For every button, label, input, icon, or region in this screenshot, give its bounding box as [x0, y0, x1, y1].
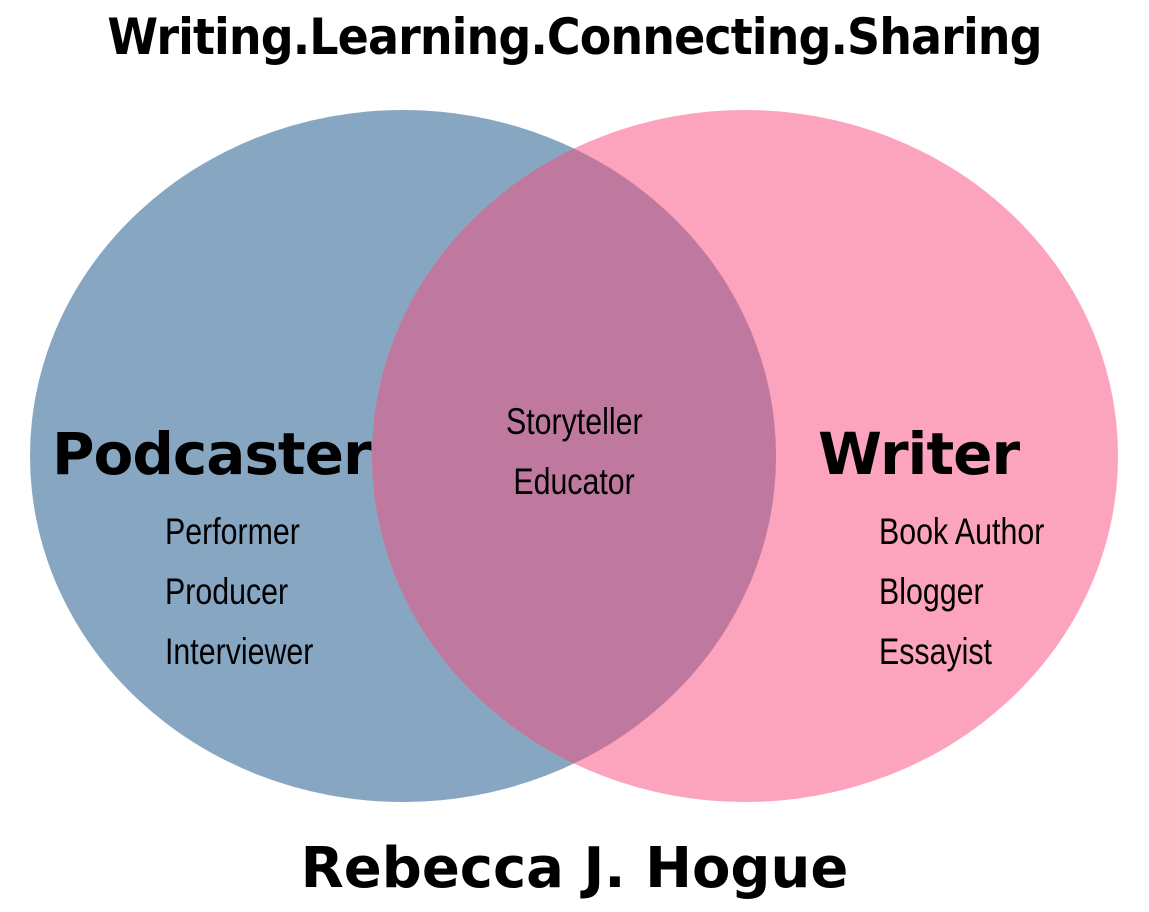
center-role: Storyteller — [505, 401, 643, 442]
right-role: Blogger — [879, 571, 984, 612]
left-heading: Podcaster — [52, 420, 372, 488]
center-role: Educator — [513, 461, 635, 502]
left-role: Producer — [165, 571, 289, 612]
overlap-region — [372, 110, 776, 802]
right-role: Book Author — [879, 511, 1045, 552]
left-role: Interviewer — [165, 631, 314, 672]
diagram-title: Writing.Learning.Connecting.Sharing — [107, 8, 1042, 66]
right-heading: Writer — [818, 420, 1020, 488]
left-role-list: Performer Producer Interviewer — [165, 502, 346, 682]
center-role-list: Storyteller Educator — [474, 392, 674, 512]
right-role-list: Book Author Blogger Essayist — [879, 502, 1081, 682]
left-role: Performer — [165, 511, 300, 552]
author-name: Rebecca J. Hogue — [300, 836, 849, 901]
right-role: Essayist — [879, 631, 992, 672]
